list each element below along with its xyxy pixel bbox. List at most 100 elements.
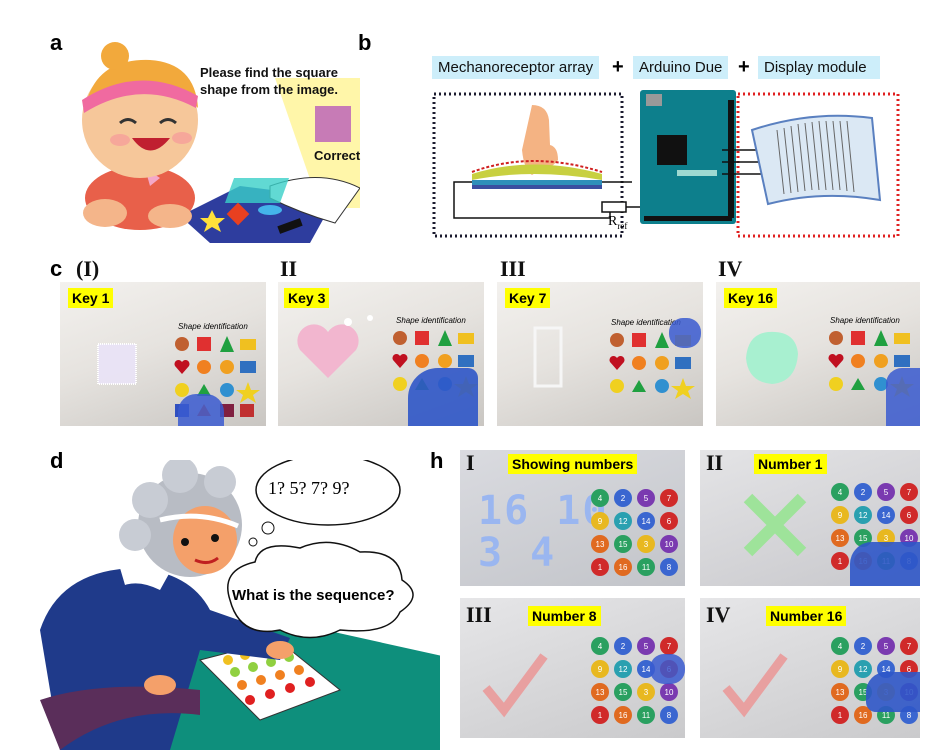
- thought-sequence: 1? 5? 7? 9?: [268, 478, 350, 498]
- grid-number-14: 14: [877, 506, 895, 524]
- svg-text:12: 12: [619, 665, 628, 674]
- grid-number-14: 14: [637, 512, 655, 530]
- grid-number-9: 9: [831, 660, 849, 678]
- svg-text:1: 1: [838, 557, 843, 566]
- grid-number-12: 12: [614, 512, 632, 530]
- panel-d: 1? 5? 7? 9? What is the sequence?: [40, 454, 460, 750]
- svg-text:14: 14: [882, 665, 891, 674]
- svg-text:9: 9: [598, 517, 603, 526]
- photo-c4: Key 16 Shape identification: [716, 282, 920, 426]
- grid-number-2: 2: [614, 637, 632, 655]
- svg-text:8: 8: [667, 563, 672, 572]
- grid-number-9: 9: [591, 660, 609, 678]
- svg-text:2: 2: [861, 488, 866, 497]
- grid-number-4: 4: [591, 489, 609, 507]
- svg-text:2: 2: [621, 494, 626, 503]
- grid-number-9: 9: [591, 512, 609, 530]
- h-tag-4: Number 16: [766, 606, 847, 626]
- svg-text:4: 4: [598, 642, 603, 651]
- grid-number-16: 16: [614, 558, 632, 576]
- grid-number-13: 13: [591, 683, 609, 701]
- grid-number-7: 7: [660, 489, 678, 507]
- plus-2: +: [738, 56, 750, 78]
- svg-text:1: 1: [598, 711, 603, 720]
- chart-title-3: Shape identification: [611, 318, 681, 327]
- grid-number-9: 9: [831, 506, 849, 524]
- panel-label-b: b: [358, 30, 372, 55]
- grid-number-4: 4: [831, 637, 849, 655]
- grid-number-6: 6: [900, 506, 918, 524]
- grid-number-5: 5: [637, 637, 655, 655]
- arduino-box: Arduino Due: [633, 56, 729, 79]
- svg-text:12: 12: [859, 665, 868, 674]
- key-tag-1: Key 1: [68, 288, 114, 308]
- chart-title-4: Shape identification: [830, 316, 900, 325]
- svg-text:16: 16: [859, 711, 868, 720]
- grid-number-3: 3: [637, 535, 655, 553]
- svg-text:8: 8: [907, 711, 912, 720]
- grid-number-6: 6: [660, 512, 678, 530]
- display-digits-top: 16 10: [478, 488, 609, 534]
- svg-text:16: 16: [619, 563, 628, 572]
- h-roman-2: II: [706, 450, 724, 475]
- svg-text:5: 5: [884, 488, 889, 497]
- grid-number-7: 7: [900, 637, 918, 655]
- grid-number-2: 2: [854, 637, 872, 655]
- chart-title-2: Shape identification: [396, 316, 466, 325]
- svg-text:9: 9: [838, 511, 843, 520]
- svg-text:10: 10: [665, 688, 674, 697]
- svg-text:2: 2: [861, 642, 866, 651]
- panel-label-c: c: [50, 256, 63, 281]
- key-tag-3: Key 7: [505, 288, 551, 308]
- grid-number-12: 12: [854, 660, 872, 678]
- svg-text:5: 5: [884, 642, 889, 651]
- svg-text:8: 8: [667, 711, 672, 720]
- grid-number-1: 1: [591, 558, 609, 576]
- svg-text:2: 2: [621, 642, 626, 651]
- svg-text:3: 3: [644, 540, 649, 549]
- grid-number-15: 15: [614, 683, 632, 701]
- svg-text:9: 9: [838, 665, 843, 674]
- svg-text:5: 5: [644, 494, 649, 503]
- panel-label-a: a: [50, 30, 63, 55]
- svg-text:11: 11: [642, 711, 651, 720]
- grid-number-15: 15: [614, 535, 632, 553]
- c-roman-2: II: [280, 256, 298, 281]
- grid-number-12: 12: [614, 660, 632, 678]
- grid-number-1: 1: [831, 706, 849, 724]
- grid-number-11: 11: [637, 706, 655, 724]
- h-tag-1: Showing numbers: [508, 454, 638, 474]
- panel-b-schematic: Rref: [432, 90, 902, 242]
- svg-text:7: 7: [667, 494, 672, 503]
- grid-number-8: 8: [660, 706, 678, 724]
- display-x-mark: [743, 493, 807, 557]
- plus-1: +: [612, 56, 624, 78]
- grid-number-16: 16: [614, 706, 632, 724]
- svg-text:1: 1: [838, 711, 843, 720]
- grid-number-5: 5: [877, 483, 895, 501]
- h-roman-4: IV: [706, 602, 731, 627]
- svg-text:6: 6: [907, 511, 912, 520]
- photo-c1: Key 1 Shape identification: [60, 282, 266, 426]
- grid-number-13: 13: [591, 535, 609, 553]
- grid-number-10: 10: [660, 535, 678, 553]
- glove-hand-h4: [866, 672, 920, 712]
- grid-number-13: 13: [831, 529, 849, 547]
- glove-hand-2: [408, 368, 478, 426]
- svg-text:4: 4: [838, 488, 843, 497]
- h-roman-3: III: [466, 602, 492, 627]
- grid-number-11: 11: [637, 558, 655, 576]
- svg-text:7: 7: [907, 642, 912, 651]
- svg-text:15: 15: [859, 534, 868, 543]
- h-tag-2: Number 1: [754, 454, 827, 474]
- key-tag-2: Key 3: [284, 288, 330, 308]
- elderly-illustration: [40, 454, 460, 750]
- svg-text:15: 15: [619, 540, 628, 549]
- prompt-line-1: Please find the square: [200, 65, 338, 80]
- chart-title-1: Shape identification: [178, 322, 248, 331]
- mechanoreceptor-box: Mechanoreceptor array: [432, 56, 600, 79]
